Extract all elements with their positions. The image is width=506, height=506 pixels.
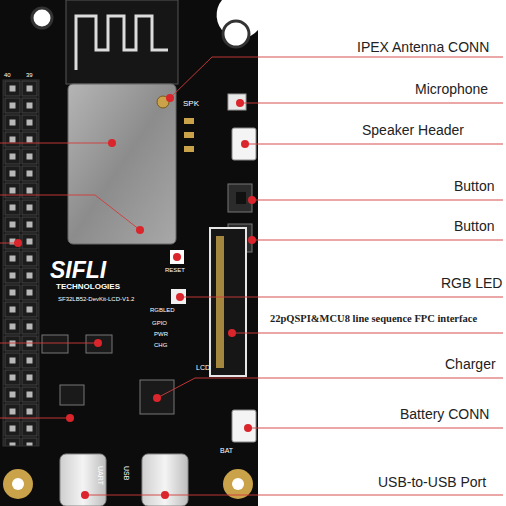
- silkscreen-text: RGBLED: [150, 307, 175, 314]
- leader-line: [85, 495, 503, 496]
- leader-line: [245, 144, 503, 145]
- antenna-area: [66, 0, 178, 84]
- leader-lines: [0, 57, 503, 495]
- module-shield: [68, 84, 176, 244]
- part-label: RGB LED: [441, 276, 502, 291]
- battery-connector: [232, 410, 256, 442]
- leader-line: [248, 428, 503, 429]
- fpc-connector: [210, 228, 246, 376]
- usb-port: [142, 454, 188, 506]
- usb-port: [60, 454, 106, 506]
- pin-number: 39: [26, 72, 33, 79]
- silkscreen-text: PWR: [154, 331, 168, 338]
- leader-dot: [244, 424, 252, 432]
- mount-hole: [223, 469, 253, 499]
- fpc-pins: [216, 236, 224, 368]
- leader-dot: [94, 339, 102, 347]
- part-label: Speaker Header: [362, 123, 464, 138]
- leader-dot: [81, 491, 89, 499]
- leader-line: [232, 333, 503, 334]
- charger-chip: [140, 380, 174, 414]
- pin-header: [3, 80, 39, 446]
- silkscreen-text: GPIO: [152, 320, 167, 327]
- pad: [184, 118, 194, 124]
- leader-line: [157, 378, 503, 398]
- part-label: Button: [454, 219, 494, 234]
- silkscreen-text: TECHNOLOGIES: [56, 283, 120, 292]
- leader-line: [0, 418, 70, 419]
- part-label: USB-to-USB Port: [378, 475, 486, 490]
- silkscreen-text: CHG: [154, 342, 167, 349]
- silkscreen-text: SPK: [183, 100, 199, 109]
- leader-dot: [108, 139, 116, 147]
- ic: [86, 335, 112, 353]
- leader-dot: [166, 94, 174, 102]
- pad: [184, 146, 194, 152]
- silkscreen-text: LCD: [196, 364, 210, 372]
- leader-line: [170, 57, 503, 98]
- leader-line: [240, 103, 503, 104]
- leader-line: [0, 343, 98, 344]
- antenna-trace: [76, 16, 168, 70]
- mount-hole: [223, 21, 249, 47]
- rgb-led: [171, 289, 186, 304]
- leader-dot: [176, 293, 184, 301]
- silkscreen-text: RESET: [165, 267, 185, 274]
- button-cap: [236, 192, 246, 204]
- leader-line: [180, 297, 503, 298]
- part-label: Battery CONN: [400, 407, 489, 422]
- button: [228, 184, 252, 212]
- part-label: Microphone: [415, 82, 488, 97]
- pin-number: 40: [4, 72, 11, 79]
- leader-dot: [228, 329, 236, 337]
- silkscreen-text: USB: [122, 466, 130, 480]
- mount-hole-center: [12, 478, 24, 490]
- mount-hole: [32, 8, 52, 28]
- leader-dot: [66, 414, 74, 422]
- leader-dot: [136, 226, 144, 234]
- brand-logo: SIFLI: [50, 258, 106, 283]
- leader-dot: [14, 239, 22, 247]
- mount-hole-center: [232, 478, 244, 490]
- silkscreen-text: SF32LB52-DevKit-LCD-V1.2: [58, 296, 134, 303]
- leader-dot: [248, 236, 256, 244]
- mount-hole: [3, 469, 33, 499]
- reset-cap: [173, 253, 181, 261]
- leader-dot: [248, 196, 256, 204]
- part-label: IPEX Antenna CONN: [357, 40, 489, 55]
- leader-dots: [14, 94, 256, 499]
- part-label: Charger: [445, 357, 496, 372]
- leader-dot: [153, 394, 161, 402]
- leader-line: [252, 240, 503, 241]
- leader-dot: [161, 491, 169, 499]
- ic: [42, 335, 68, 353]
- leader-line: [0, 143, 112, 144]
- pad: [184, 132, 194, 138]
- ic: [60, 385, 84, 405]
- part-label: Button: [454, 179, 494, 194]
- leader-line: [0, 195, 140, 230]
- leader-line: [252, 200, 503, 201]
- pcb: [0, 0, 258, 506]
- leader-dot: [241, 140, 249, 148]
- silkscreen-text: UART: [96, 466, 104, 485]
- reset-button: [170, 250, 184, 264]
- silkscreen-text: BAT: [220, 447, 233, 455]
- part-label: 22pQSPI&MCU8 line sequence FPC interface: [270, 313, 477, 325]
- microphone: [228, 94, 246, 110]
- leader-dot: [236, 99, 244, 107]
